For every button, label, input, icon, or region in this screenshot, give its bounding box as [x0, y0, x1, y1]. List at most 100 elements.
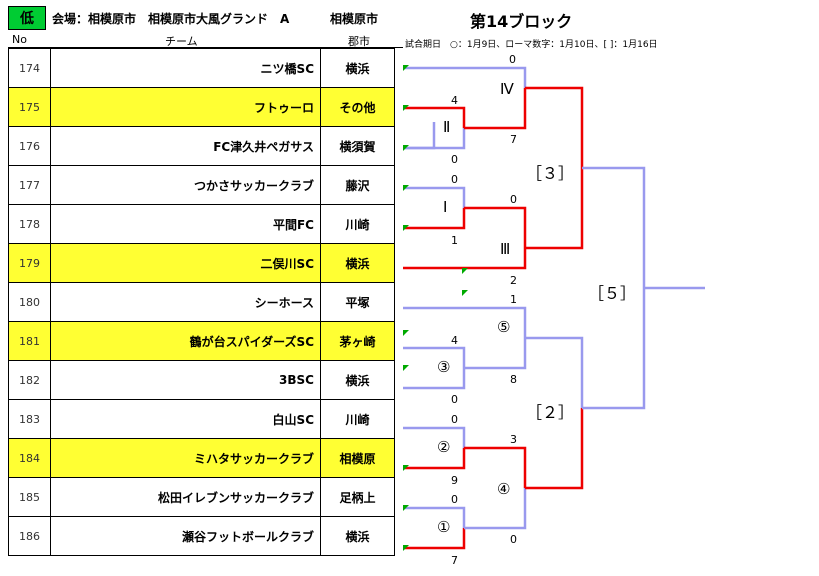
- team-area: 相模原: [320, 438, 395, 478]
- match-I-label: Ⅰ: [443, 198, 448, 216]
- line-186: [403, 528, 466, 550]
- team-area: 茅ヶ崎: [320, 321, 395, 361]
- line-182: [403, 368, 466, 390]
- team-name: 鶴が台スパイダーズSC: [50, 321, 321, 361]
- score-IV-top: 0: [509, 53, 516, 66]
- col-no-header: No: [12, 33, 27, 46]
- line-176: [403, 122, 436, 150]
- col-area-header: 郡市: [348, 35, 370, 48]
- match-III-label: Ⅲ: [500, 240, 511, 258]
- line-178: [403, 208, 466, 230]
- line-184: [403, 448, 466, 470]
- team-area: 足柄上: [320, 477, 395, 517]
- mark-179: [462, 268, 468, 274]
- score-I-top: 0: [451, 173, 458, 186]
- score-c4-top: 3: [510, 433, 517, 446]
- venue-label: 会場：相模原市 相模原市大風グランド A: [52, 12, 290, 26]
- team-area: 横浜: [320, 360, 395, 400]
- line-180: [403, 306, 527, 338]
- mark-186: [403, 545, 409, 551]
- mark-174: [403, 65, 409, 71]
- mark-184: [403, 465, 409, 471]
- line-175: [403, 106, 466, 128]
- score-c3-top: 4: [451, 334, 458, 347]
- team-name: ニツ橋SC: [50, 48, 321, 88]
- score-II-bottom: 0: [451, 153, 458, 166]
- team-area: 平塚: [320, 282, 395, 322]
- team-name: 二俣川SC: [50, 243, 321, 283]
- mark-175: [403, 105, 409, 111]
- team-area: 横浜: [320, 48, 395, 88]
- line-c2-win: [464, 446, 527, 488]
- col-team-header: チーム: [165, 35, 198, 48]
- score-c3-bottom: 0: [451, 393, 458, 406]
- score-IV-bottom: 7: [510, 133, 517, 146]
- team-name: FC津久井ペガサス: [50, 126, 321, 166]
- score-I-bottom: 1: [451, 234, 458, 247]
- mark-185: [403, 505, 409, 511]
- line-c4-win: [525, 408, 584, 490]
- match-II-label: Ⅱ: [443, 118, 451, 136]
- round-3-label: ［３］: [526, 164, 575, 183]
- match-c3-label: ③: [437, 358, 451, 376]
- score-c2-bottom: 9: [451, 474, 458, 487]
- score-c1-bottom: 7: [451, 554, 458, 567]
- team-no: 176: [8, 126, 51, 166]
- mark-180: [462, 290, 468, 296]
- team-name: フトゥーロ: [50, 87, 321, 127]
- score-c2-top: 0: [451, 413, 458, 426]
- line-177: [403, 186, 466, 208]
- match-IV-label: Ⅳ: [500, 80, 514, 98]
- round-5-label: ［５］: [588, 284, 637, 303]
- team-no: 175: [8, 87, 51, 127]
- score-c5-top: 1: [510, 293, 517, 306]
- score-c1-top: 0: [451, 493, 458, 506]
- line-III-win: [525, 168, 584, 250]
- match-c5-label: ⑤: [497, 318, 511, 336]
- match-c1-label: ①: [437, 518, 451, 536]
- score-c4-bottom: 0: [510, 533, 517, 546]
- team-no: 182: [8, 360, 51, 400]
- team-name: つかさサッカークラブ: [50, 165, 321, 205]
- score-II-top: 4: [451, 94, 458, 107]
- team-name: 瀬谷フットボールクラブ: [50, 516, 321, 556]
- line-c1-win: [464, 488, 527, 530]
- mark-177: [403, 185, 409, 191]
- line-I-win: [464, 206, 527, 248]
- team-area: 川崎: [320, 204, 395, 244]
- mark-181: [403, 330, 409, 336]
- line-181: [403, 346, 466, 368]
- line-185: [403, 506, 466, 528]
- line-IV-win: [525, 86, 584, 168]
- team-area: 川崎: [320, 399, 395, 439]
- team-name: 松田イレブンサッカークラブ: [50, 477, 321, 517]
- line-c3-win: [464, 338, 527, 370]
- match-c2-label: ②: [437, 438, 451, 456]
- header-divider: [8, 47, 403, 48]
- line-174: [403, 66, 527, 88]
- score-III-bottom: 2: [510, 274, 517, 287]
- score-III-top: 0: [510, 193, 517, 206]
- line-183: [403, 426, 466, 448]
- team-area: 横浜: [320, 243, 395, 283]
- team-area: その他: [320, 87, 395, 127]
- line-176b: [403, 128, 466, 150]
- level-badge: 低: [8, 6, 46, 30]
- line-II-win: [464, 88, 527, 130]
- team-area: 藤沢: [320, 165, 395, 205]
- team-no: 183: [8, 399, 51, 439]
- team-area: 横浜: [320, 516, 395, 556]
- line-179: [403, 248, 527, 270]
